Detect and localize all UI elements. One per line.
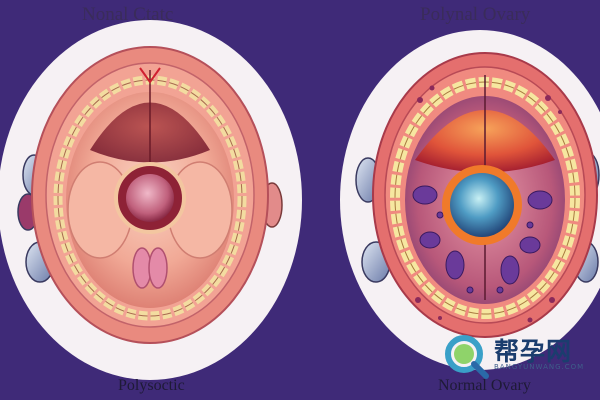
left-ovary-illustration	[0, 20, 302, 380]
watermark: 帮孕网 BANGYUNWANG.COM	[442, 330, 592, 376]
right-caption: Normal Ovary	[438, 377, 531, 394]
watermark-text: 帮孕网	[494, 337, 573, 366]
left-title: Nonal Ctatc	[82, 4, 174, 25]
right-ovary-illustration	[340, 30, 600, 370]
left-caption: Polysoctic	[118, 377, 185, 394]
watermark-subtext: BANGYUNWANG.COM	[494, 363, 585, 371]
right-title: Polynal Ovary	[420, 4, 531, 25]
cyst-clusters	[412, 185, 553, 294]
tissue-speckles	[415, 85, 562, 323]
q-magnifier-logo-icon	[445, 335, 489, 379]
